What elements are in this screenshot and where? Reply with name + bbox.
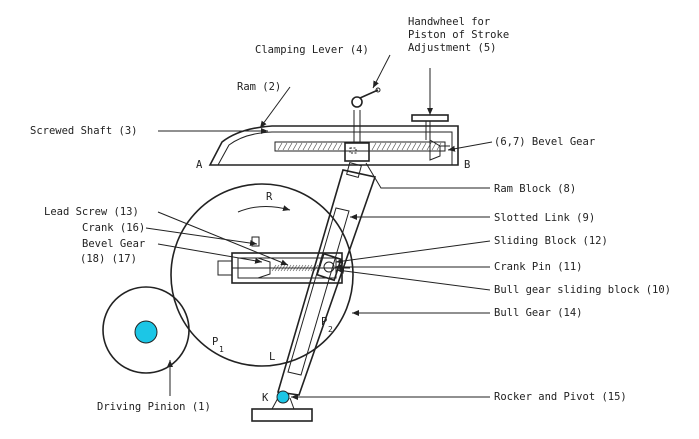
label-lead-screw: Lead Screw (13) <box>44 206 139 218</box>
rocker-pivot <box>251 390 313 422</box>
hatch-mark <box>289 264 295 272</box>
label-p1: P <box>212 336 218 348</box>
bevel-gear-18-17 <box>257 257 271 279</box>
label-sliding-block: Sliding Block (12) <box>494 235 608 247</box>
hatch-mark <box>391 142 397 151</box>
hatch-mark <box>431 142 437 151</box>
screwed-shaft <box>274 141 446 152</box>
hatch-mark <box>332 142 338 151</box>
hatch-mark <box>277 142 283 151</box>
hatch-mark <box>283 264 289 272</box>
hatch-mark <box>327 142 333 151</box>
label-rocker-pivot: Rocker and Pivot (15) <box>494 391 627 403</box>
label-direction-r: R <box>266 191 273 203</box>
label-point-a: A <box>196 159 203 171</box>
label-crank-pin: Crank Pin (11) <box>494 261 583 273</box>
hatch-mark <box>277 264 283 272</box>
label-bull-gear: Bull Gear (14) <box>494 307 583 319</box>
label-crank: Crank (16) <box>82 222 145 234</box>
hatch-mark <box>416 142 422 151</box>
rotation-arrow <box>237 205 291 213</box>
label-bull-gear-sliding-block: Bull gear sliding block (10) <box>494 284 671 296</box>
label-p2-sub: 2 <box>328 325 333 334</box>
hatch-mark <box>421 142 427 151</box>
hatch-mark <box>376 142 382 151</box>
pivot-center <box>276 390 290 404</box>
bevel-gear-6-7 <box>429 139 450 161</box>
label-screwed-shaft: Screwed Shaft (3) <box>30 125 137 137</box>
label-handwheel-1: Handwheel for <box>408 16 490 28</box>
driving-pinion <box>102 286 190 374</box>
crank-handle <box>251 236 260 247</box>
hatch-mark <box>307 142 313 151</box>
hatch-mark <box>386 142 392 151</box>
leader-lines <box>145 54 493 400</box>
label-ram: Ram (2) <box>237 81 281 93</box>
ram-block-detail <box>349 147 357 154</box>
ram-block <box>344 142 370 162</box>
bull-gear <box>170 183 354 367</box>
label-clamping-lever: Clamping Lever (4) <box>255 44 369 56</box>
label-handwheel-3: Adjustment (5) <box>408 42 497 54</box>
hatch-mark <box>401 142 407 151</box>
handwheel <box>411 114 449 140</box>
hatch-mark <box>411 142 417 151</box>
label-point-l: L <box>269 351 275 363</box>
hatch-mark <box>313 264 319 272</box>
clamping-lever <box>351 87 381 143</box>
label-bevel-gear: Bevel Gear <box>82 238 145 250</box>
label-point-b: B <box>464 159 470 171</box>
label-bevel-gear-6-7: (6,7) Bevel Gear <box>494 136 595 148</box>
label-driving-pinion: Driving Pinion (1) <box>97 401 211 413</box>
label-point-k: K <box>262 392 269 404</box>
hatch-mark <box>436 142 442 151</box>
hatch-mark <box>271 264 277 272</box>
hatch-mark <box>286 264 292 272</box>
hatch-mark <box>297 142 303 151</box>
hatch-mark <box>317 142 323 151</box>
hatch-mark <box>307 264 313 272</box>
label-ram-block: Ram Block (8) <box>494 183 576 195</box>
hatch-mark <box>302 142 308 151</box>
hatch-mark <box>287 142 293 151</box>
label-p1-sub: 1 <box>219 345 224 354</box>
hatch-mark <box>292 142 298 151</box>
hatch-mark <box>381 142 387 151</box>
hatch-mark <box>274 264 280 272</box>
hatch-mark <box>304 264 310 272</box>
label-bevel-gear-numbers: (18) (17) <box>80 253 137 265</box>
label-p2: P <box>321 316 327 328</box>
hatch-mark <box>298 264 304 272</box>
hatch-mark <box>301 264 307 272</box>
hatch-mark <box>295 264 301 272</box>
ram <box>208 125 459 166</box>
hatch-mark <box>280 264 286 272</box>
hatch-mark <box>396 142 402 151</box>
crank-pin <box>323 261 335 273</box>
hatch-mark <box>312 142 318 151</box>
hatch-mark <box>282 142 288 151</box>
pinion-center <box>134 320 158 344</box>
hatch-mark <box>322 142 328 151</box>
label-slotted-link: Slotted Link (9) <box>494 212 595 224</box>
hatch-mark <box>337 142 343 151</box>
hatch-mark <box>406 142 412 151</box>
hatch-mark <box>371 142 377 151</box>
label-handwheel-2: Piston of Stroke <box>408 29 509 41</box>
hatch-mark <box>292 264 298 272</box>
